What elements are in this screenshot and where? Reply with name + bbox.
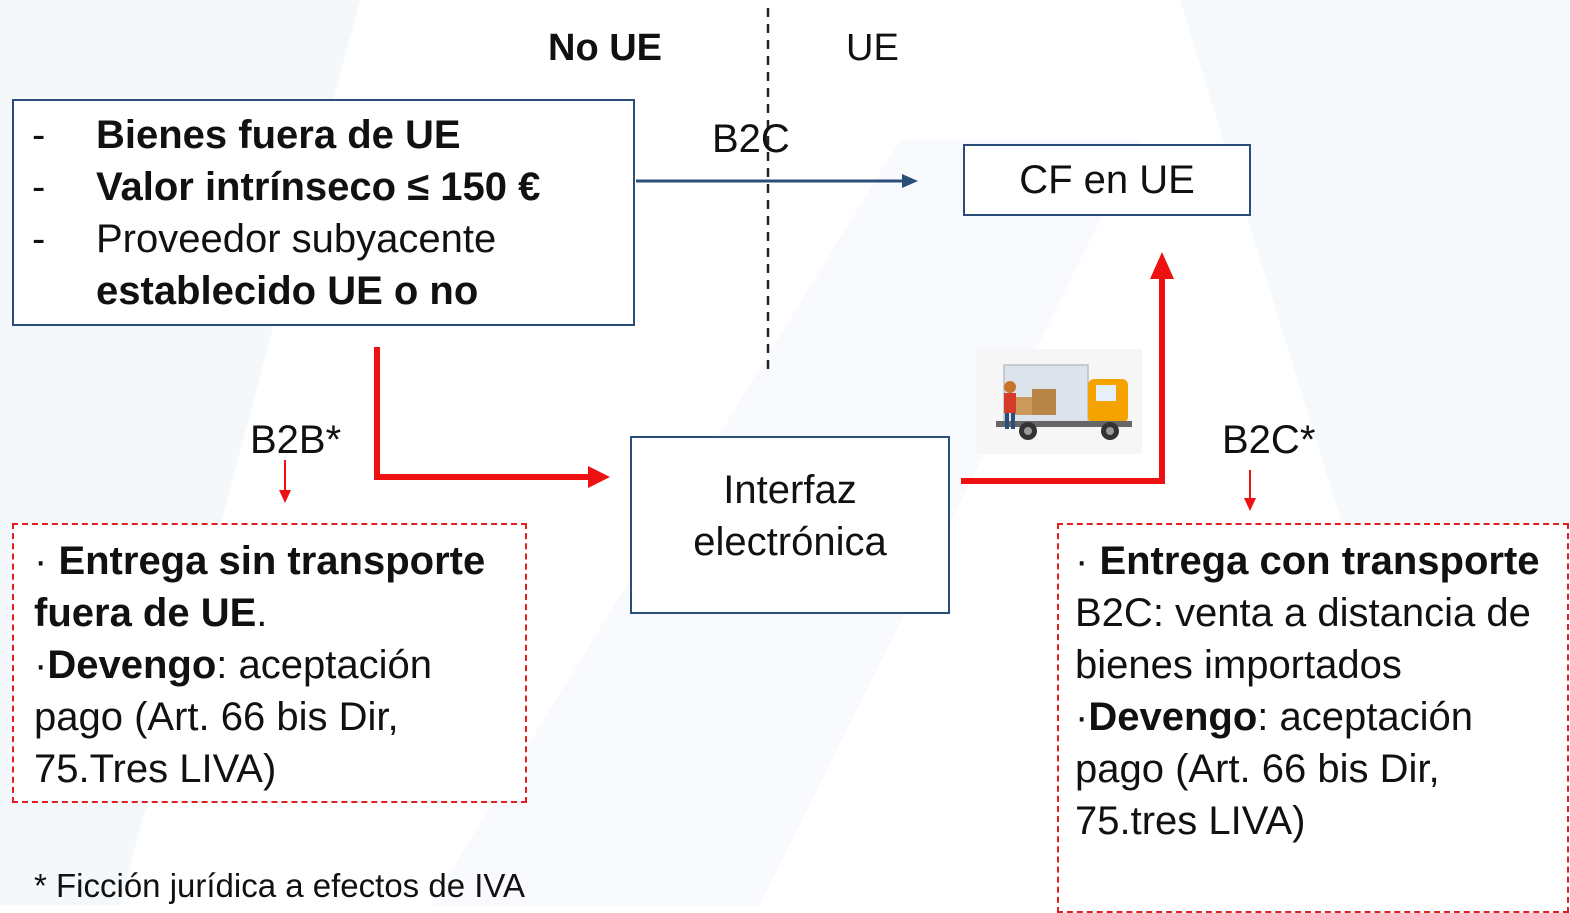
b2c-import-path-arrowhead: [1150, 252, 1174, 279]
interface-label-line1: Interfaz: [723, 468, 857, 512]
edge-label-b2b: B2B*: [250, 418, 342, 462]
interface-label-line2: electrónica: [693, 520, 887, 564]
b2c-note-accrual: ·Devengo: aceptación pago (Art. 66 bis D…: [1075, 695, 1473, 843]
footnote: * Ficción jurídica a efectos de IVA: [34, 867, 525, 904]
source-conditions-box: - Bienes fuera de UE - Valor intrínseco …: [12, 99, 635, 326]
consumer-eu-label: CF en UE: [1019, 158, 1195, 202]
condition-item-continued: establecido UE o no: [96, 269, 479, 313]
region-label-non-eu: No UE: [548, 27, 662, 69]
b2b-explanation-note: · Entrega sin transporte fuera de UE. ·D…: [12, 523, 527, 803]
condition-item: - Proveedor subyacente: [32, 217, 497, 261]
region-label-eu: UE: [846, 27, 899, 69]
electronic-interface-box: Interfaz electrónica: [630, 436, 950, 614]
b2c-direct-arrowhead: [902, 174, 918, 188]
b2b-note-arrowhead: [279, 490, 291, 503]
condition-item: - Bienes fuera de UE: [32, 113, 461, 157]
consumer-eu-box: CF en UE: [963, 144, 1251, 216]
b2c-note-delivery: · Entrega con transporte B2C: venta a di…: [1075, 539, 1540, 687]
b2b-path-arrow: [374, 347, 594, 480]
edge-label-b2c: B2C: [712, 117, 790, 161]
condition-item: - Valor intrínseco ≤ 150 €: [32, 165, 541, 209]
b2b-path-arrowhead: [588, 466, 610, 488]
b2c-import-path-arrow: [961, 278, 1165, 484]
b2b-note-delivery: · Entrega sin transporte fuera de UE.: [34, 539, 486, 635]
b2c-explanation-note: · Entrega con transporte B2C: venta a di…: [1057, 523, 1569, 913]
edge-label-b2c-star: B2C*: [1222, 418, 1316, 462]
b2c-note-arrowhead: [1244, 498, 1256, 511]
delivery-truck-icon: [976, 349, 1142, 454]
b2b-note-accrual: ·Devengo: aceptación pago (Art. 66 bis D…: [34, 643, 432, 791]
